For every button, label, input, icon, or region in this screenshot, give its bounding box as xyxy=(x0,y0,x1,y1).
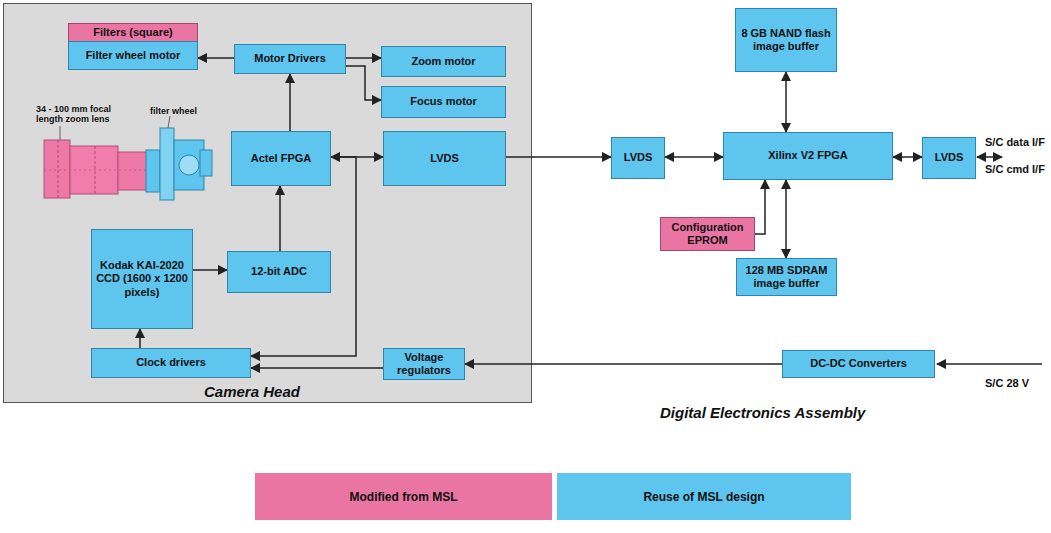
signal-arrow xyxy=(289,74,291,131)
zoom-lens xyxy=(44,140,148,198)
filter-box: Filters (square) xyxy=(68,23,198,42)
signal-arrow xyxy=(251,157,356,356)
annotation-label: S/C data I/F xyxy=(985,136,1051,149)
signal-arrow xyxy=(279,186,281,251)
signal-arrow xyxy=(755,180,765,234)
legend-text: Reuse of MSL design xyxy=(643,490,764,504)
interface-wire xyxy=(977,156,1002,158)
signal-arrow xyxy=(139,329,141,348)
box-label: Actel FPGA xyxy=(251,152,312,165)
signal-arrow xyxy=(665,156,723,158)
box-label: Xilinx V2 FPGA xyxy=(768,149,847,162)
annotation-label: S/C 28 V xyxy=(985,377,1051,390)
box-label: Voltage regulators xyxy=(388,351,460,377)
legend-swatch: Modified from MSL xyxy=(255,473,552,520)
signal-arrow xyxy=(893,156,922,158)
leader-line xyxy=(168,116,170,128)
driver-box: Clock drivers xyxy=(91,348,251,378)
signal-arrow xyxy=(506,156,611,158)
converter-box: DC-DC Converters xyxy=(782,350,935,378)
flash-box: 8 GB NAND flash image buffer xyxy=(735,8,837,72)
signal-arrow xyxy=(331,156,383,158)
legend-swatch: Reuse of MSL design xyxy=(557,473,851,520)
box-label: Kodak KAI-2020 CCD (1600 x 1200 pixels) xyxy=(96,259,188,299)
signal-arrow xyxy=(465,363,782,365)
box-label: Focus motor xyxy=(410,95,477,108)
panel-title: Camera Head xyxy=(204,383,300,401)
eprom-box: Configuration EPROM xyxy=(660,217,755,251)
box-label: 8 GB NAND flash image buffer xyxy=(740,27,832,53)
box-label: Filters (square) xyxy=(93,26,172,39)
box-label: Filter wheel motor xyxy=(86,49,181,62)
signal-arrow xyxy=(346,57,381,59)
fpga-box: Actel FPGA xyxy=(231,131,331,186)
signal-arrow xyxy=(193,269,227,271)
lvds-box: LVDS xyxy=(611,137,665,179)
filter-wheel xyxy=(146,128,212,200)
annotation-label: Digital Electronics Assembly xyxy=(660,404,920,421)
ccd-box: Kodak KAI-2020 CCD (1600 x 1200 pixels) xyxy=(91,229,193,329)
signal-arrow xyxy=(785,180,787,258)
box-label: Configuration EPROM xyxy=(665,221,750,247)
leader-line xyxy=(60,126,61,140)
box-label: LVDS xyxy=(430,152,459,165)
legend-text: Modified from MSL xyxy=(350,490,458,504)
signal-arrow xyxy=(198,57,234,59)
box-label: 12-bit ADC xyxy=(251,265,307,278)
lvds-box: LVDS xyxy=(922,137,976,179)
motor-box: Filter wheel motor xyxy=(68,41,198,70)
regulator-box: Voltage regulators xyxy=(383,348,465,380)
annotation-label: 34 - 100 mm focal length zoom lens xyxy=(36,104,132,125)
sdram-box: 128 MB SDRAM image buffer xyxy=(736,258,837,296)
annotation-label: S/C cmd I/F xyxy=(985,163,1051,176)
signal-arrow xyxy=(785,72,787,132)
motor-box: Focus motor xyxy=(381,86,506,118)
signal-arrow xyxy=(251,367,383,369)
annotation-label: filter wheel xyxy=(150,106,210,116)
lvds-box: LVDS xyxy=(383,131,506,186)
motor-box: Zoom motor xyxy=(381,46,506,77)
signal-arrow xyxy=(346,66,381,100)
adc-box: 12-bit ADC xyxy=(227,251,331,293)
driver-box: Motor Drivers xyxy=(234,44,346,74)
box-label: Clock drivers xyxy=(136,356,206,369)
box-label: 128 MB SDRAM image buffer xyxy=(741,264,832,290)
power-wire xyxy=(937,363,1042,365)
box-label: LVDS xyxy=(624,151,653,164)
fpga-box: Xilinx V2 FPGA xyxy=(723,132,893,180)
box-label: DC-DC Converters xyxy=(810,357,907,370)
box-label: Zoom motor xyxy=(411,55,475,68)
box-label: LVDS xyxy=(935,151,964,164)
box-label: Motor Drivers xyxy=(254,52,326,65)
camera-head-panel: Camera Head Filters (square) Filter wheel … xyxy=(3,3,532,403)
